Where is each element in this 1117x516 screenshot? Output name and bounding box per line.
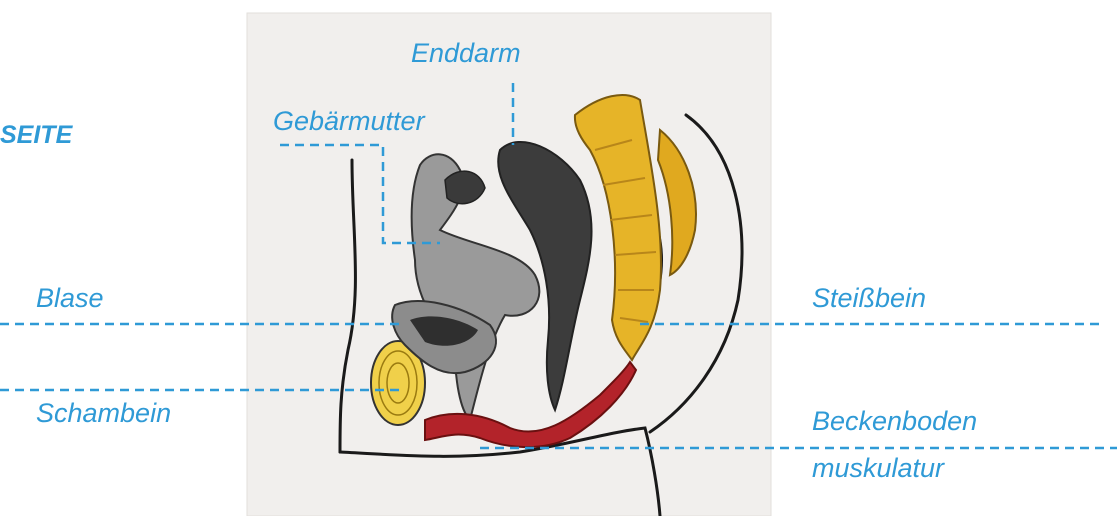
side-heading: SEITE (0, 123, 72, 148)
label-beckenboden-line2: muskulatur (812, 455, 944, 482)
label-gebaermutter: Gebärmutter (273, 108, 425, 135)
label-beckenboden-line1: Beckenboden (812, 408, 977, 435)
label-blase: Blase (36, 285, 104, 312)
label-steissbein: Steißbein (812, 285, 926, 312)
label-enddarm: Enddarm (411, 40, 521, 67)
label-schambein: Schambein (36, 400, 171, 427)
